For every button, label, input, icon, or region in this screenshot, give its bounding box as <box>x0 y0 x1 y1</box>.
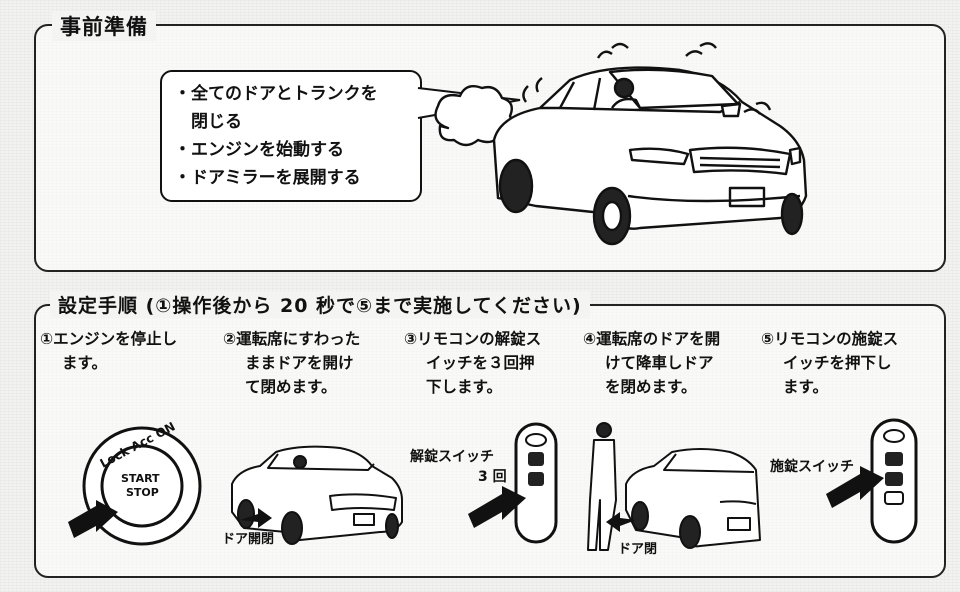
three-times-label: 3 回 <box>478 469 507 485</box>
lock-switch-label: 施錠スイッチ <box>770 459 854 475</box>
step-text: イッチを押下し <box>783 354 892 372</box>
door-close-label: ドア閉 <box>618 542 658 557</box>
procedure-title: 設定手順 (①操作後から 20 秒で⑤まで実施してください) <box>50 291 590 318</box>
step-5: ⑤リモコンの施錠ス イッチを押下し ます。 <box>761 327 933 399</box>
step-2: ②運転席にすわった ままドアを開け て閉めます。 <box>223 327 395 399</box>
prep-item: 閉じる <box>191 112 242 132</box>
step-text: ⑤リモコンの施錠ス <box>761 330 899 348</box>
step-text: を閉めます。 <box>605 378 697 396</box>
step-text: ます。 <box>783 378 828 396</box>
prep-title: 事前準備 <box>52 11 156 41</box>
unlock-switch-label: 解錠スイッチ <box>410 449 494 465</box>
step-text: て閉めます。 <box>245 378 337 396</box>
start-label: START <box>121 472 160 485</box>
prep-callout: 全てのドアとトランクを 閉じる エンジンを始動する ドアミラーを展開する <box>160 70 422 202</box>
step-text: 下します。 <box>426 378 502 396</box>
step-3: ③リモコンの解錠ス イッチを３回押 下します。 <box>404 327 576 399</box>
step-text: ままドアを開け <box>245 354 354 372</box>
step-text: ④運転席のドアを開 <box>583 330 721 348</box>
prep-item: 全てのドアとトランクを <box>174 80 420 108</box>
prep-item: エンジンを始動する <box>174 136 420 164</box>
step-text: ①エンジンを停止し <box>40 330 178 348</box>
step-text: けて降車しドア <box>605 354 714 372</box>
step-text: イッチを３回押 <box>426 354 535 372</box>
step-text: ます。 <box>62 354 107 372</box>
step-text: ③リモコンの解錠ス <box>404 330 542 348</box>
door-open-close-label: ドア開閉 <box>222 532 275 547</box>
step-text: ②運転席にすわった <box>223 330 361 348</box>
stop-label: STOP <box>126 486 159 499</box>
step-1: ①エンジンを停止し ます。 <box>40 327 212 375</box>
prep-item: ドアミラーを展開する <box>174 164 420 192</box>
step-4: ④運転席のドアを開 けて降車しドア を閉めます。 <box>583 327 755 399</box>
